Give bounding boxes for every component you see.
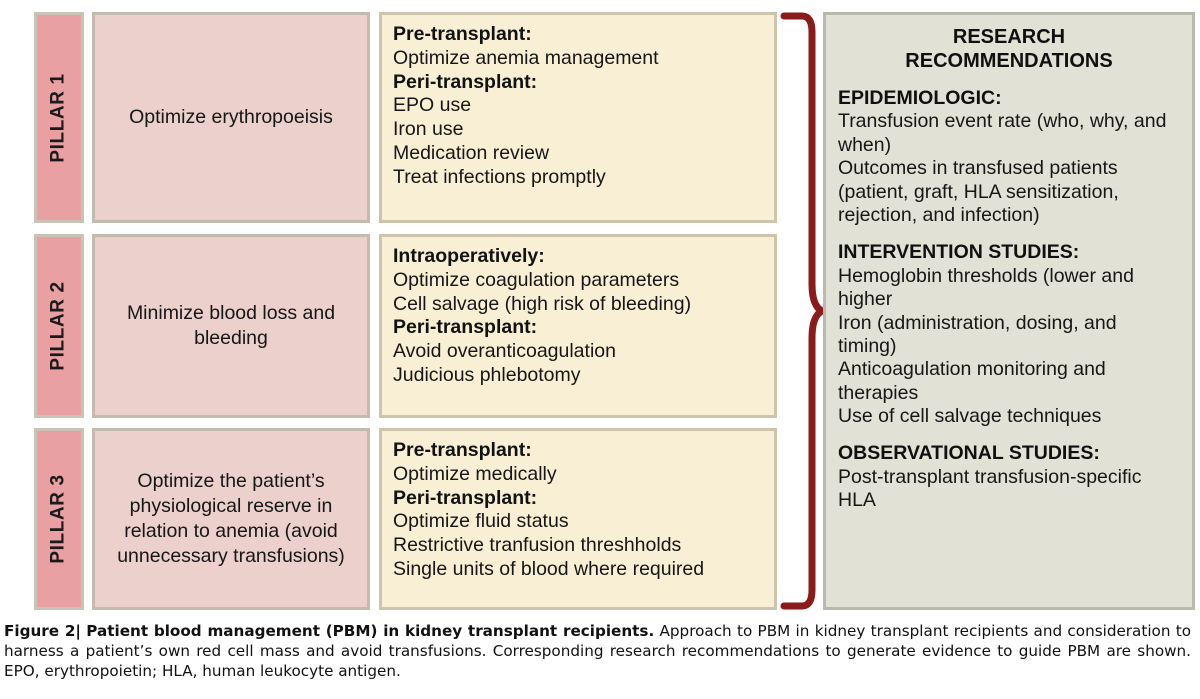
pillar-tab-1: PILLAR 1 — [34, 12, 84, 223]
research-item: Outcomes in transfused patients (patient… — [838, 157, 1119, 226]
pillar-tab-label: PILLAR 2 — [48, 281, 70, 371]
pillar-description-box-3: Optimize the patient’s physiological res… — [92, 428, 370, 610]
pillar-description-box-1: Optimize erythropoeisis — [92, 12, 370, 223]
action-item: EPO use — [393, 94, 472, 117]
action-item: Optimize coagulation parameters — [393, 268, 680, 291]
pillar-tab-3: PILLAR 3 — [34, 428, 84, 610]
panel-title-line-1: RESEARCH — [952, 26, 1066, 48]
action-item: Judicious phlebotomy — [393, 363, 581, 386]
action-group-heading: Peri-transplant: — [393, 316, 538, 339]
action-group-heading: Pre-transplant: — [393, 23, 532, 45]
research-section-observational-studies: OBSERVATIONAL STUDIES: Post-transplant t… — [838, 442, 1180, 512]
pillar-actions-box-3: Pre-transplant: Optimize medically Peri-… — [379, 428, 777, 610]
figure-caption: Figure 2| Patient blood management (PBM)… — [0, 622, 1195, 681]
pbm-diagram: PILLAR 1 Optimize erythropoeisis Pre-tra… — [0, 12, 1195, 610]
pillar-tab-label: PILLAR 3 — [48, 474, 70, 564]
action-item: Treat infections promptly — [393, 165, 606, 188]
pillar-tab-2: PILLAR 2 — [34, 234, 84, 418]
research-recommendations-panel: RESEARCH RECOMMENDATIONS EPIDEMIOLOGIC: … — [823, 12, 1195, 610]
action-item: Medication review — [393, 141, 550, 164]
research-section-epidemiologic: EPIDEMIOLOGIC: Transfusion event rate (w… — [838, 87, 1180, 227]
action-item: Cell salvage (high risk of bleeding) — [393, 292, 692, 315]
figure-caption-body: Approach to PBM in kidney transplant rec… — [4, 622, 1192, 680]
research-section-heading: INTERVENTION STUDIES: — [838, 241, 1080, 264]
action-group-heading: Pre-transplant: — [393, 439, 532, 461]
action-group-heading: Peri-transplant: — [393, 70, 538, 93]
pillar-tab-label: PILLAR 1 — [48, 72, 70, 163]
pillar-description-box-2: Minimize blood loss and bleeding — [92, 234, 370, 418]
research-item: Iron (administration, dosing, and timing… — [838, 311, 1117, 357]
research-item: Use of cell salvage techniques — [838, 405, 1102, 428]
figure-caption-separator: | — [75, 622, 81, 640]
action-item: Single units of blood where required — [393, 557, 705, 580]
action-group-heading: Intraoperatively: — [393, 245, 545, 267]
research-item: Hemoglobin thresholds (lower and higher — [838, 264, 1134, 311]
action-item: Optimize fluid status — [393, 510, 569, 533]
action-item: Restrictive tranfusion threshholds — [393, 534, 682, 557]
research-item: Anticoagulation monitoring and therapies — [838, 358, 1106, 404]
pillar-row: PILLAR 2 Minimize blood loss and bleedin… — [0, 234, 780, 418]
action-item: Optimize medically — [393, 462, 557, 485]
action-item: Iron use — [393, 118, 464, 141]
panel-title: RESEARCH RECOMMENDATIONS — [838, 25, 1180, 73]
pillar-description-text: Minimize blood loss and bleeding — [126, 302, 336, 349]
research-section-heading: EPIDEMIOLOGIC: — [838, 87, 1002, 109]
figure-label: Figure 2 — [4, 622, 76, 640]
panel-title-line-2: RECOMMENDATIONS — [905, 50, 1113, 72]
research-section-intervention-studies: INTERVENTION STUDIES: Hemoglobin thresho… — [838, 241, 1180, 428]
pillar-row: PILLAR 3 Optimize the patient’s physiolo… — [0, 428, 780, 610]
action-item: Avoid overanticoagulation — [393, 340, 616, 363]
pillar-description-text: Optimize the patient’s physiological res… — [117, 470, 345, 567]
curly-brace-icon — [780, 12, 824, 610]
pillar-actions-box-1: Pre-transplant: Optimize anemia manageme… — [379, 12, 777, 223]
action-item: Optimize anemia management — [393, 46, 659, 69]
figure-caption-title: Patient blood management (PBM) in kidney… — [86, 622, 655, 640]
pillar-actions-box-2: Intraoperatively: Optimize coagulation p… — [379, 234, 777, 418]
research-item: Post-transplant transfusion-specific HLA — [838, 465, 1142, 512]
research-section-heading: OBSERVATIONAL STUDIES: — [838, 442, 1100, 465]
action-group-heading: Peri-transplant: — [393, 486, 538, 509]
pillar-row: PILLAR 1 Optimize erythropoeisis Pre-tra… — [0, 12, 780, 223]
pillar-description-text: Optimize erythropoeisis — [129, 106, 333, 129]
research-item: Transfusion event rate (who, why, and wh… — [838, 110, 1167, 156]
